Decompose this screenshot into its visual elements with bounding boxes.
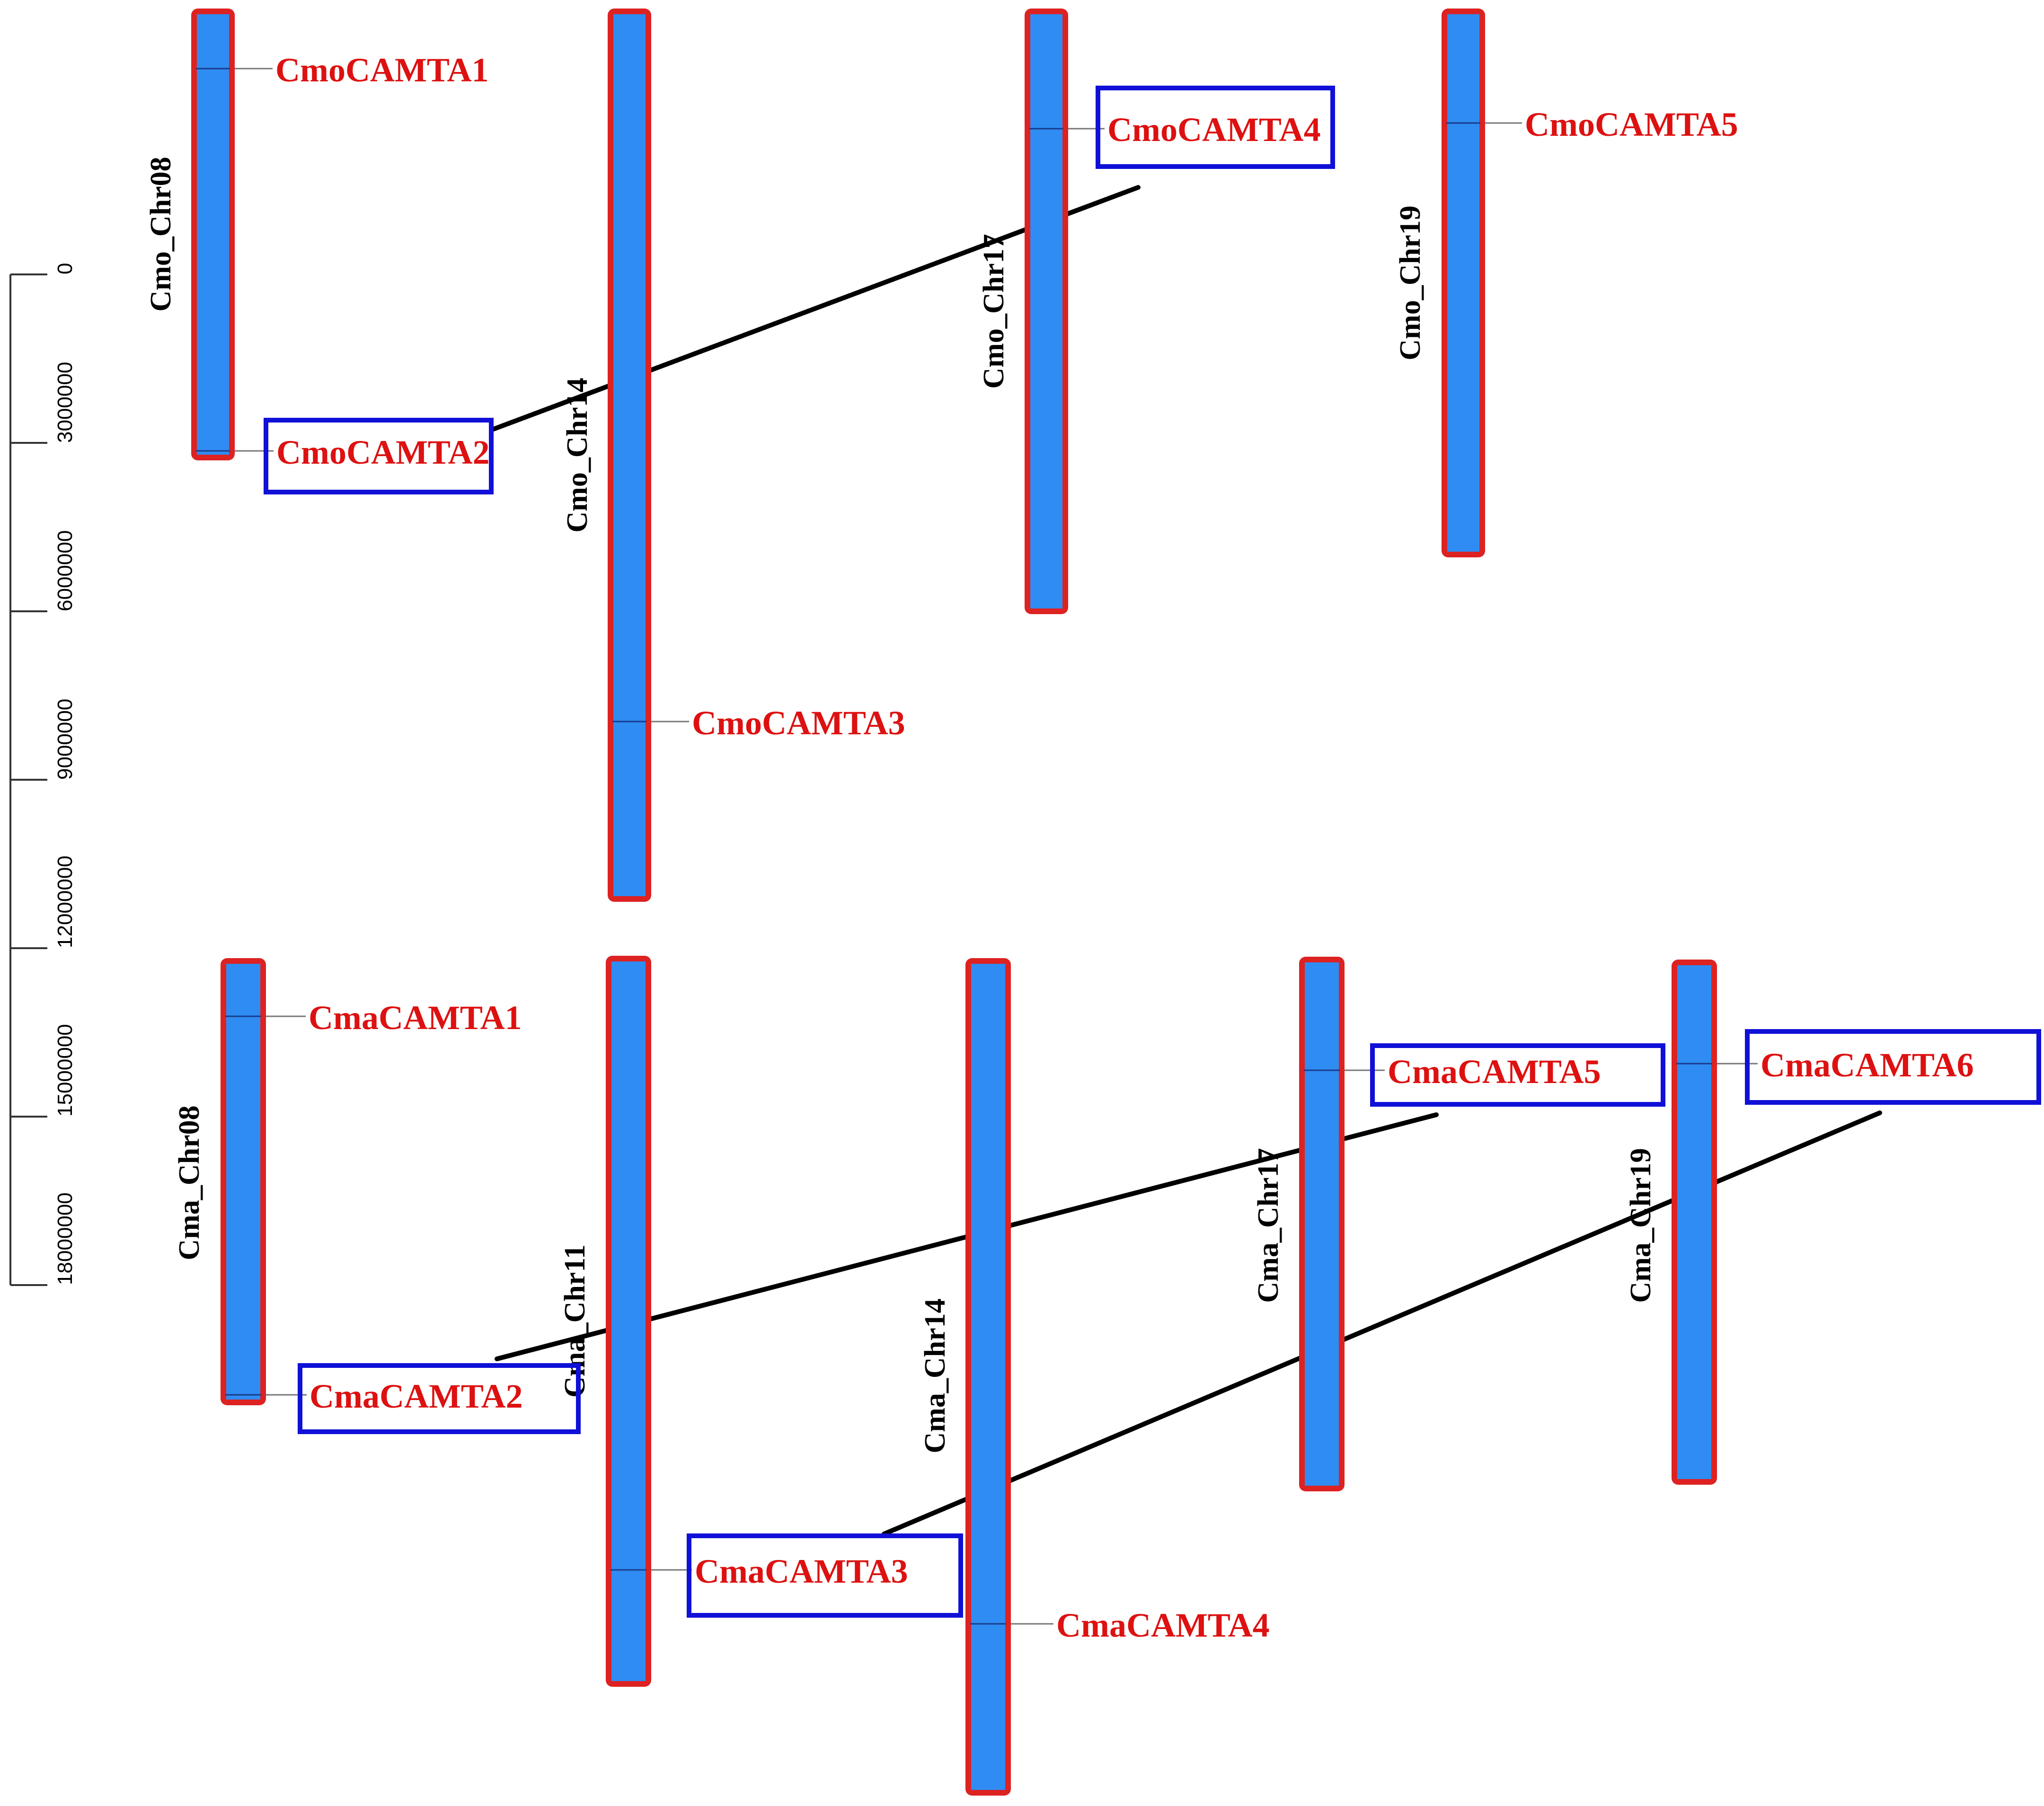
chromosome-cmo-chr17: Cmo_Chr17: [978, 9, 1068, 614]
chromosome-cma-chr11: Cma_Chr11: [559, 956, 651, 1687]
gene-cmocamta1: CmoCAMTA1: [196, 51, 489, 89]
chromosome-label: Cmo_Chr17: [978, 234, 1010, 388]
gene-label: CmaCAMTA5: [1388, 1053, 1601, 1091]
chromosome-cma-chr17: Cma_Chr17: [1252, 957, 1345, 1491]
chromosome-label: Cma_Chr17: [1252, 1148, 1284, 1303]
gene-label: CmaCAMTA6: [1761, 1046, 1974, 1084]
chromosome-cmo-chr08: Cmo_Chr08: [145, 9, 235, 460]
highlight-box: [1745, 1029, 2041, 1105]
gene-label: CmoCAMTA4: [1107, 111, 1321, 149]
chromosome-label: Cma_Chr19: [1625, 1148, 1657, 1303]
gene-label: CmaCAMTA1: [309, 999, 522, 1037]
chromosome-cmo-chr14: Cmo_Chr14: [561, 9, 651, 902]
chromosome-label: Cmo_Chr08: [145, 157, 177, 311]
gene-label: CmaCAMTA3: [695, 1552, 908, 1590]
chromosome-cma-chr19: Cma_Chr19: [1625, 960, 1717, 1485]
gene-label: CmoCAMTA2: [276, 433, 490, 471]
gene-label: CmoCAMTA3: [692, 704, 905, 742]
highlight-box: [1096, 86, 1335, 169]
chromosome-body: [197, 14, 229, 455]
gene-label: CmoCAMTA1: [275, 51, 489, 89]
gene-cmacamta4: CmaCAMTA4: [970, 1606, 1270, 1644]
chromosome-body: [1305, 962, 1339, 1486]
gene-cmocamta3: CmoCAMTA3: [612, 704, 905, 742]
chromosome-body: [611, 961, 646, 1681]
gene-cmacamta2: CmaCAMTA2: [225, 1363, 581, 1434]
gene-label: CmaCAMTA2: [310, 1377, 523, 1415]
chromosome-cma-chr08: Cma_Chr08: [173, 958, 266, 1405]
scale-tick-label: 9000000: [53, 699, 77, 780]
scale-tick-label: 15000000: [53, 1024, 77, 1117]
scale-tick-label: 3000000: [53, 362, 77, 443]
chromosome-body: [226, 964, 260, 1400]
gene-cmacamta1: CmaCAMTA1: [225, 999, 522, 1037]
gene-label: CmaCAMTA4: [1056, 1606, 1270, 1644]
gene-cmacamta3: CmaCAMTA3: [611, 1533, 963, 1618]
chromosome-body: [1677, 965, 1711, 1479]
gene-cmocamta2: CmoCAMTA2: [196, 418, 494, 494]
chromosome-cmo-chr19: Cmo_Chr19: [1394, 9, 1485, 557]
gene-cmacamta5: CmaCAMTA5: [1304, 1043, 1665, 1107]
scale-bar: 0 3000000 6000000 9000000 12000000 15000000 18…: [9, 263, 77, 1286]
chromosome-cma-chr14: Cma_Chr14: [919, 958, 1011, 1796]
gene-cmocamta5: CmoCAMTA5: [1446, 106, 1738, 143]
chromosome-label: Cmo_Chr19: [1394, 205, 1426, 360]
scale-tick-label: 6000000: [53, 530, 77, 611]
gene-cmacamta6: CmaCAMTA6: [1676, 1029, 2041, 1105]
chromosome-label: Cma_Chr11: [559, 1244, 591, 1398]
gene-label: CmoCAMTA5: [1525, 106, 1738, 143]
chromosome-body: [1030, 14, 1062, 608]
scale-tick-label: 0: [53, 263, 77, 274]
chromosome-label: Cma_Chr08: [173, 1105, 205, 1260]
highlight-box: [1370, 1043, 1665, 1107]
highlight-box: [687, 1533, 963, 1618]
scale-tick-label: 12000000: [53, 855, 77, 948]
scale-tick-label: 18000000: [53, 1192, 77, 1285]
gene-cmocamta4: CmoCAMTA4: [1029, 86, 1335, 169]
duplication-link: [882, 1110, 1882, 1536]
chromosome-label: Cmo_Chr14: [561, 378, 593, 532]
highlight-box: [264, 418, 494, 494]
chromosome-body: [613, 14, 646, 896]
chromosome-body: [971, 964, 1005, 1790]
highlight-box: [298, 1363, 581, 1434]
chromosome-label: Cma_Chr14: [919, 1298, 951, 1453]
chromosome-body: [1447, 14, 1479, 552]
